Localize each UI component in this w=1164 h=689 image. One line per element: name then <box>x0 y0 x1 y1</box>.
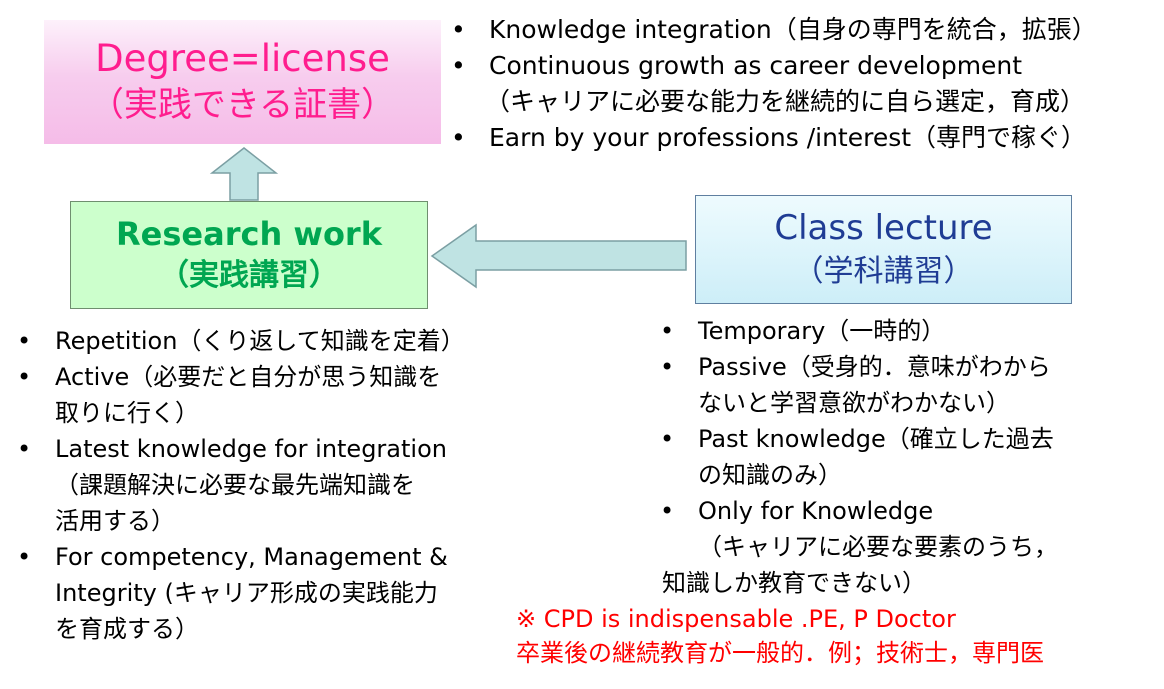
list-item-text: Only for Knowledge <box>698 497 934 525</box>
bullet-icon: • <box>660 425 675 453</box>
degree-subtitle: （実践できる証書） <box>89 85 396 125</box>
degree-benefits-list: • Knowledge integration（自身の専門を統合，拡張） • C… <box>451 12 1097 156</box>
list-item-text: For competency, Management & <box>55 543 448 571</box>
note-line-1: ※ CPD is indispensable .PE, P Doctor <box>516 605 956 633</box>
list-item-text: Latest knowledge for integration <box>55 435 447 463</box>
note-line-2: 卒業後の継続教育が一般的．例；技術士，専門医 <box>516 639 1044 667</box>
research-subtitle: （実践講習） <box>159 258 339 293</box>
list-item-text: Continuous growth as career development <box>489 51 1023 80</box>
list-item-text: Earn by your professions /interest（専門で稼ぐ… <box>489 123 1087 152</box>
list-item-text: Temporary（一時的） <box>698 317 946 345</box>
class-title: Class lecture <box>774 207 993 248</box>
bullet-icon: • <box>451 15 466 44</box>
list-item-text: Active（必要だと自分が思う知識を <box>55 363 442 391</box>
list-item: • Past knowledge（確立した過去 の知識のみ） <box>660 421 1058 493</box>
bullet-icon: • <box>660 353 675 381</box>
list-item-subtext: Integrity (キャリア形成の実践能力 <box>55 579 438 607</box>
list-item-subtext: 知識しか教育できない） <box>662 569 926 597</box>
bullet-icon: • <box>17 543 32 571</box>
bullet-icon: • <box>17 327 32 355</box>
bullet-icon: • <box>17 363 32 391</box>
up-arrow <box>209 147 279 201</box>
list-item: • Latest knowledge for integration （課題解決… <box>17 431 465 539</box>
list-item: • Passive（受身的．意味がわから ないと学習意欲がわかない） <box>660 349 1058 421</box>
list-item-subtext: （キャリアに必要な能力を継続的に自ら選定，育成） <box>485 87 1086 116</box>
bullet-icon: • <box>660 497 675 525</box>
class-lecture-box: Class lecture （学科講習） <box>695 195 1072 304</box>
list-item-subtext: ないと学習意欲がわかない） <box>698 389 1010 417</box>
list-item-subtext: （課題解決に必要な最先端知識を <box>55 471 415 499</box>
class-lecture-list: • Temporary（一時的） • Passive（受身的．意味がわから ない… <box>660 313 1058 601</box>
class-subtitle: （学科講習） <box>793 253 974 289</box>
list-item: • Knowledge integration（自身の専門を統合，拡張） <box>451 12 1097 48</box>
list-item: • For competency, Management & Integrity… <box>17 539 465 647</box>
research-title: Research work <box>116 215 382 253</box>
list-item-subtext: （キャリアに必要な要素のうち， <box>698 533 1058 561</box>
list-item: • Repetition（くり返して知識を定着） <box>17 323 465 359</box>
degree-title: Degree=license <box>95 37 390 80</box>
list-item: • Continuous growth as career developmen… <box>451 48 1097 120</box>
bullet-icon: • <box>451 123 466 152</box>
bullet-icon: • <box>451 51 466 80</box>
list-item-text: Knowledge integration（自身の専門を統合，拡張） <box>489 15 1097 44</box>
degree-box: Degree=license （実践できる証書） <box>44 20 441 144</box>
list-item: • Earn by your professions /interest（専門で… <box>451 120 1097 156</box>
bullet-icon: • <box>660 317 675 345</box>
cpd-note: ※ CPD is indispensable .PE, P Doctor 卒業後… <box>516 602 1044 670</box>
list-item-text: Passive（受身的．意味がわから <box>698 353 1051 381</box>
research-work-list: • Repetition（くり返して知識を定着） • Active（必要だと自分… <box>17 323 465 647</box>
list-item: • Only for Knowledge （キャリアに必要な要素のうち， 知識し… <box>660 493 1058 601</box>
list-item-subtext: を育成する） <box>55 615 199 643</box>
left-arrow <box>430 223 687 289</box>
list-item-text: Repetition（くり返して知識を定着） <box>55 327 465 355</box>
list-item: • Temporary（一時的） <box>660 313 1058 349</box>
list-item-subtext: 取りに行く） <box>55 399 199 427</box>
list-item-text: Past knowledge（確立した過去 <box>698 425 1054 453</box>
list-item: • Active（必要だと自分が思う知識を 取りに行く） <box>17 359 465 431</box>
list-item-subtext: 活用する） <box>55 507 175 535</box>
research-work-box: Research work （実践講習） <box>70 201 428 309</box>
list-item-subtext: の知識のみ） <box>698 461 842 489</box>
bullet-icon: • <box>17 435 32 463</box>
